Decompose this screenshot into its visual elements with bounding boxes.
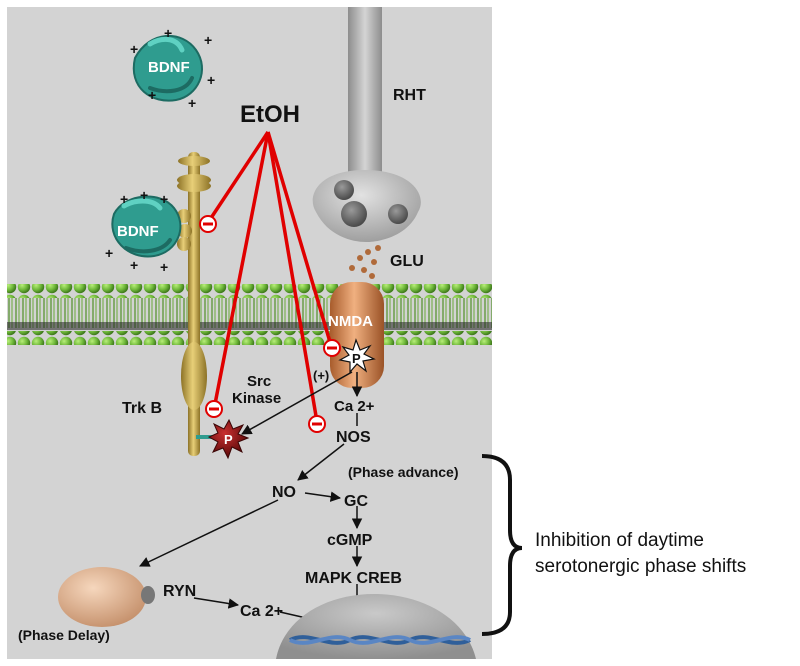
trkb-label: Trk B [122,400,162,417]
svg-text:+: + [148,87,156,103]
bdnf-top-molecule [132,35,203,102]
inhibition-marker [205,400,223,418]
nmda-p-label: P [352,351,361,366]
nmda-receptor [330,282,384,388]
cell-membrane [7,284,492,345]
cgmp-label: cGMP [327,532,373,549]
ryanodine-cell [58,567,155,627]
bdnf-side-charges: + + + + + + [105,187,168,275]
nos-label: NOS [336,429,371,446]
bdnf-side-label: BDNF [117,223,159,240]
trkb-receptor [177,152,220,456]
gc-label: GC [344,493,368,510]
ca-upper-label: Ca 2+ [334,398,375,415]
svg-text:+: + [105,245,113,261]
glu-label: GLU [390,253,424,270]
inhibition-marker [323,339,341,357]
side-text-line1: Inhibition of daytime [535,530,704,551]
nmda-phospho-star [338,338,376,374]
etoh-inhibition-lines [209,131,332,417]
src-label-line2: Kinase [232,390,281,407]
bdnf-top-charges: + + + + + + [130,25,215,111]
curly-brace [481,454,523,636]
src-kinase-star [207,418,250,460]
svg-text:+: + [207,72,215,88]
nucleus [276,594,476,659]
svg-text:+: + [130,41,138,57]
svg-text:+: + [164,25,172,41]
glutamate-dots [349,245,381,279]
no-label: NO [272,484,296,501]
side-text-line2: serotonergic phase shifts [535,556,746,577]
svg-text:+: + [160,191,168,207]
nmda-label: NMDA [328,313,373,330]
bdnf-top-label: BDNF [148,59,190,76]
bdnf-side-molecule [111,195,182,258]
rht-label: RHT [393,87,426,104]
etoh-label: EtOH [240,101,300,128]
inhibition-marker [199,215,217,233]
rht-terminal [312,7,421,242]
ca-lower-label: Ca 2+ [240,603,283,620]
svg-text:+: + [188,95,196,111]
svg-text:+: + [140,187,148,203]
phase-advance-label: (Phase advance) [348,464,459,480]
phase-delay-label: (Phase Delay) [18,627,110,643]
ryn-label: RYN [163,583,196,600]
svg-text:+: + [160,259,168,275]
svg-text:+: + [204,32,212,48]
src-label-line1: Src [247,373,271,390]
svg-text:+: + [120,191,128,207]
src-p-label: P [224,432,233,447]
plus-label: (+) [313,368,329,383]
inhibition-marker [308,415,326,433]
mapk-creb-label: MAPK CREB [305,570,402,587]
svg-text:+: + [130,257,138,273]
